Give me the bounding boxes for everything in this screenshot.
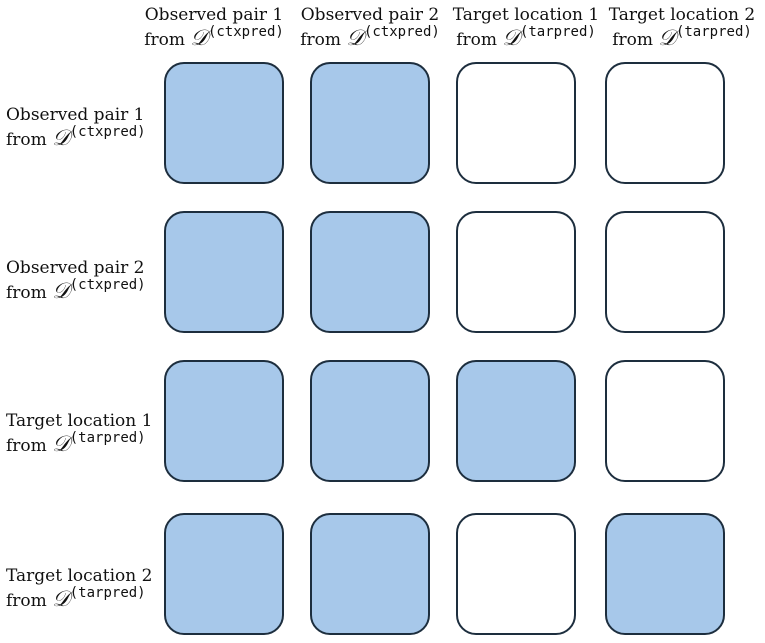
mask-cell-empty: [605, 62, 725, 184]
column-header-title: Target location 2: [608, 5, 756, 25]
mask-cell-empty: [605, 211, 725, 333]
column-header-1: Observed pair 1 from 𝒟(ctxpred): [139, 4, 289, 53]
mask-cell-filled: [605, 513, 725, 635]
mask-cell-filled: [310, 513, 430, 635]
column-header-4: Target location 2 from 𝒟(tarpred): [607, 4, 757, 53]
row-header-source: from 𝒟(tarpred): [6, 430, 146, 457]
column-header-source: from 𝒟(ctxpred): [144, 24, 284, 51]
row-header-source: from 𝒟(ctxpred): [6, 277, 146, 304]
row-header-1: Observed pair 1 from 𝒟(ctxpred): [6, 104, 156, 153]
mask-cell-filled: [164, 360, 284, 482]
row-header-title: Observed pair 1: [6, 105, 145, 125]
column-header-source: from 𝒟(tarpred): [612, 24, 752, 51]
row-header-title: Observed pair 2: [6, 258, 145, 278]
mask-cell-empty: [456, 62, 576, 184]
row-header-title: Target location 2: [6, 566, 153, 586]
mask-cell-filled: [164, 513, 284, 635]
mask-cell-filled: [456, 360, 576, 482]
mask-cell-empty: [456, 211, 576, 333]
mask-cell-filled: [310, 211, 430, 333]
row-header-source: from 𝒟(ctxpred): [6, 124, 146, 151]
mask-cell-filled: [310, 62, 430, 184]
mask-cell-empty: [605, 360, 725, 482]
row-header-2: Observed pair 2 from 𝒟(ctxpred): [6, 257, 156, 306]
mask-cell-filled: [164, 62, 284, 184]
column-header-2: Observed pair 2 from 𝒟(ctxpred): [295, 4, 445, 53]
row-header-title: Target location 1: [6, 411, 153, 431]
mask-cell-filled: [164, 211, 284, 333]
column-header-source: from 𝒟(ctxpred): [300, 24, 440, 51]
column-header-title: Observed pair 2: [300, 5, 440, 25]
column-header-title: Target location 1: [452, 5, 600, 25]
row-header-source: from 𝒟(tarpred): [6, 585, 146, 612]
column-header-3: Target location 1 from 𝒟(tarpred): [451, 4, 601, 53]
mask-cell-empty: [456, 513, 576, 635]
mask-cell-filled: [310, 360, 430, 482]
row-header-4: Target location 2 from 𝒟(tarpred): [6, 565, 156, 614]
row-header-3: Target location 1 from 𝒟(tarpred): [6, 410, 156, 459]
column-header-source: from 𝒟(tarpred): [456, 24, 596, 51]
column-header-title: Observed pair 1: [144, 5, 284, 25]
